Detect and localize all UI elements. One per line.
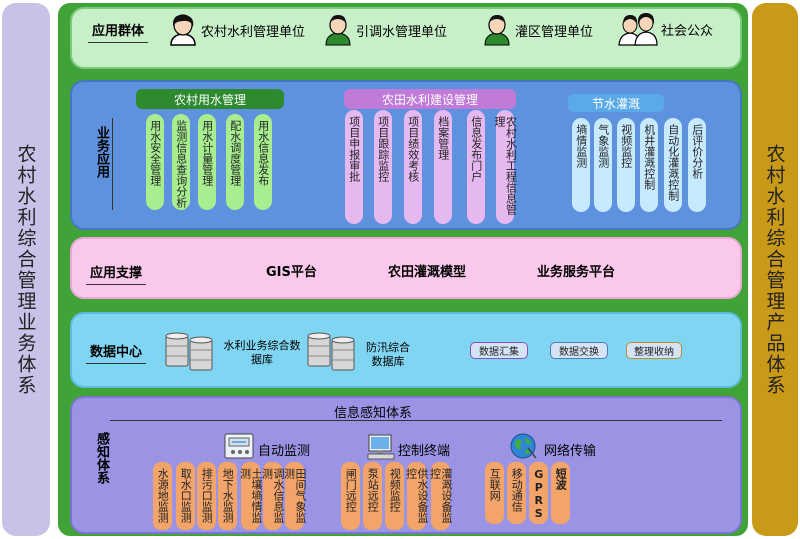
database-icon	[307, 332, 355, 371]
product-system-title: 农村水利综合管理产品体系	[763, 143, 786, 396]
database-icon	[165, 332, 213, 371]
sensing-title: 信息感知体系	[334, 406, 413, 421]
business-item: 自动化灌溉控制	[664, 118, 682, 212]
user-group-item: 社会公众	[618, 12, 713, 46]
business-item: 用水安全管理	[146, 114, 164, 210]
business-item: 农村水利工程信息管理	[493, 110, 518, 224]
database-1-label: 水利业务综合数据库	[223, 339, 301, 366]
sensing-item: 调水信息监测	[261, 462, 285, 530]
user-group-item: 农村水利管理单位	[168, 14, 305, 46]
right-panel: 农村水利综合管理产品体系	[752, 3, 798, 536]
sensing-item: GPRS	[529, 462, 548, 524]
category-water-saving: 节水灌溉	[568, 94, 664, 112]
database-2-label: 防汛综合数据库	[366, 341, 410, 368]
user-group-label: 引调水管理单位	[356, 24, 448, 40]
person-icon	[325, 15, 351, 46]
sensing-item: 取水口监测	[176, 462, 195, 530]
globe-icon	[510, 433, 537, 459]
sensing-item: 田间气象监测	[283, 462, 307, 530]
data-tag-collect: 数据汇集	[470, 342, 528, 359]
sensing-label: 感知体系	[94, 432, 109, 484]
sensing-item: 闸门远控	[341, 462, 360, 530]
support-service-platform: 业务服务平台	[537, 265, 616, 280]
user-group-label: 灌区管理单位	[515, 24, 594, 40]
business-item: 项目跟踪监控	[374, 110, 392, 224]
sensing-item: 移动通信	[507, 462, 526, 524]
people-icon	[618, 13, 658, 46]
business-divider	[112, 118, 113, 210]
user-groups-label: 应用群体	[88, 20, 149, 43]
support-label: 应用支撑	[86, 262, 147, 285]
business-item: 信息发布门户	[467, 110, 485, 224]
category-construction: 农田水利建设管理	[344, 89, 516, 109]
sensing-item: 排污口监测	[197, 462, 216, 530]
business-item: 项目绩效考核	[404, 110, 422, 224]
person-icon	[170, 14, 196, 46]
business-item: 机井灌溉控制	[640, 118, 658, 212]
business-label: 业务应用	[94, 126, 109, 178]
user-group-label: 农村水利管理单位	[201, 24, 306, 40]
support-irrigation-model: 农田灌溉模型	[388, 265, 467, 280]
left-panel: 农村水利综合管理业务体系	[2, 3, 50, 536]
sensing-item: 视频监控	[385, 462, 404, 530]
category-water-use: 农村用水管理	[136, 89, 284, 109]
sensing-item: 供水设备监控	[405, 462, 429, 530]
business-item: 配水调度管理	[226, 114, 244, 210]
business-item: 用水信息发布	[254, 114, 272, 210]
computer-icon	[367, 434, 395, 460]
sensing-item: 地下水监测	[218, 462, 237, 530]
business-item: 档案管理	[434, 110, 452, 224]
business-item: 后评价分析	[688, 118, 706, 212]
business-item: 用水计量管理	[198, 114, 216, 210]
business-item: 监测信息查询分析	[172, 114, 190, 210]
business-system-title: 农村水利综合管理业务体系	[14, 143, 37, 396]
sensing-item: 泵站远控	[363, 462, 382, 530]
data-center-label: 数据中心	[86, 341, 147, 364]
data-tag-organize: 整理收纳	[626, 342, 682, 359]
meter-icon	[224, 433, 254, 459]
person-icon	[484, 15, 510, 46]
control-label: 控制终端	[398, 444, 451, 459]
support-gis: GIS平台	[266, 265, 317, 280]
sensing-item: 短波	[551, 462, 570, 524]
support-band	[70, 237, 742, 299]
user-group-item: 引调水管理单位	[323, 14, 447, 46]
user-group-label: 社会公众	[661, 23, 714, 39]
data-tag-exchange: 数据交换	[550, 342, 608, 359]
network-label: 网络传输	[544, 444, 597, 459]
sensing-item: 土壤墒情监测	[239, 462, 263, 530]
monitor-label: 自动监测	[258, 444, 311, 459]
business-item: 墒情监测	[572, 118, 590, 212]
user-group-item: 灌区管理单位	[482, 14, 593, 46]
sensing-item: 灌溉设备监控	[429, 462, 453, 530]
sensing-item: 互联网	[485, 462, 504, 524]
sensing-item: 水源地监测	[153, 462, 172, 530]
business-item: 视频监控	[617, 118, 635, 212]
business-item: 项目申报审批	[345, 110, 363, 224]
sensing-divider	[110, 420, 722, 421]
business-item: 气象监测	[594, 118, 612, 212]
